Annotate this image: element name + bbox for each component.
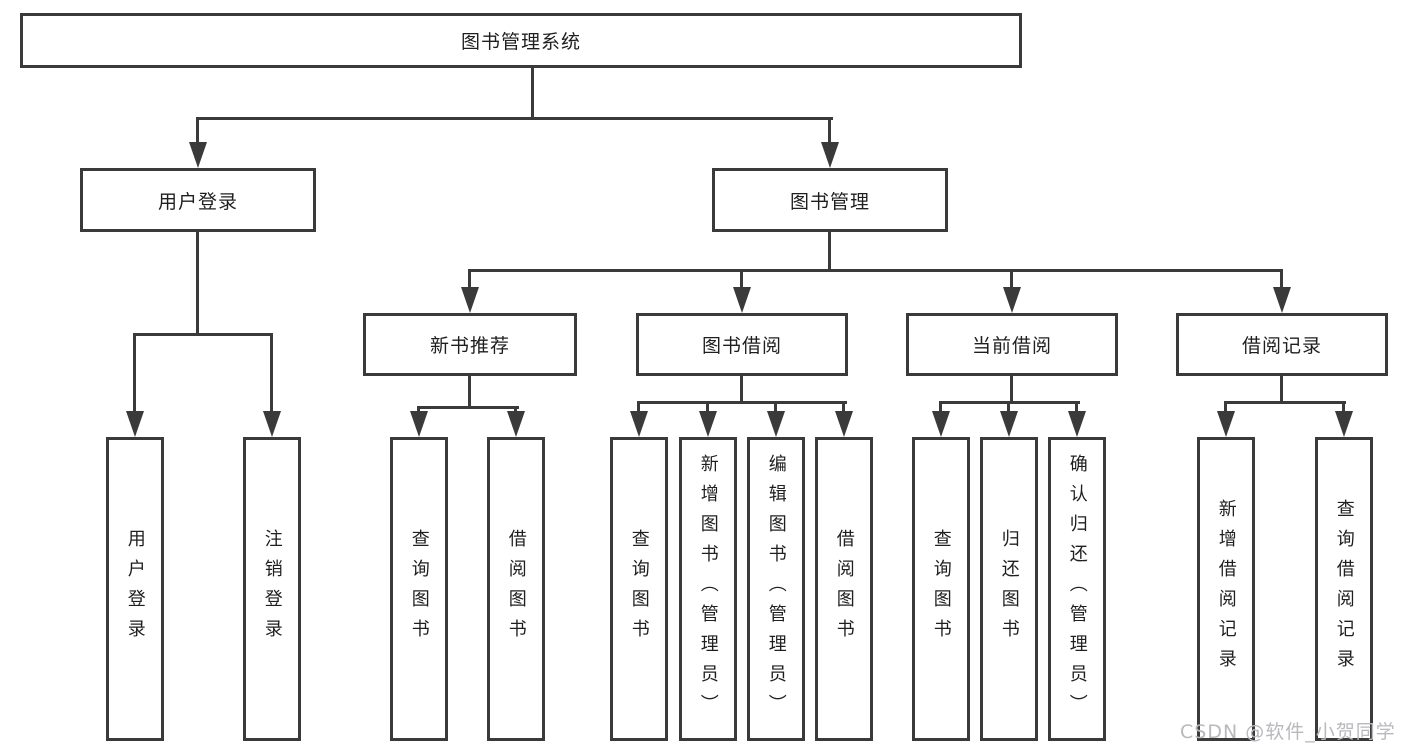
leaf-borrow-books: 借阅图书 [487,437,545,741]
leaf-return-books: 归还图书 [980,437,1038,741]
connector-line [1010,269,1013,289]
connector-line [706,401,709,413]
node-label: 新书推荐 [429,335,510,357]
node-label: 图书管理 [789,190,870,213]
connector-line [417,406,420,413]
node-label: 新增借阅记录 [1215,499,1237,679]
arrowhead-icon [1335,411,1353,437]
arrowhead-icon [189,142,207,168]
node-user-login: 用户登录 [80,168,316,232]
node-label: 归还图书 [998,529,1020,649]
node-new-book-recommend: 新书推荐 [363,313,577,376]
connector-line [1280,376,1283,404]
arrowhead-icon [1068,411,1086,437]
connector-line [939,401,942,413]
connector-line [1075,401,1078,413]
connector-line [468,269,1283,272]
node-label: 编辑图书（管理员） [765,454,787,724]
connector-line [270,333,273,411]
connector-line [1224,401,1227,413]
node-label: 查询图书 [930,529,952,649]
arrowhead-icon [461,287,479,313]
arrowhead-icon [263,411,281,437]
node-library-system: 图书管理系统 [20,13,1022,68]
node-label: 借阅图书 [833,529,855,649]
connector-line [196,232,199,335]
arrowhead-icon [126,411,144,437]
connector-line [828,117,831,142]
leaf-confirm-return-admin: 确认归还（管理员） [1048,437,1106,741]
arrowhead-icon [699,411,717,437]
connector-line [468,376,471,409]
arrowhead-icon [835,411,853,437]
arrowhead-icon [1273,287,1291,313]
node-borrow-records: 借阅记录 [1176,313,1388,376]
connector-line [196,117,199,142]
connector-line [1010,376,1013,404]
arrowhead-icon [410,411,428,437]
leaf-query-books: 查询图书 [390,437,448,741]
connector-line [531,68,534,120]
arrowhead-icon [932,411,950,437]
connector-line [1280,269,1283,289]
arrowhead-icon [1000,411,1018,437]
arrowhead-icon [1217,411,1235,437]
connector-line [740,269,743,289]
connector-line [774,401,777,413]
node-label: 图书管理系统 [460,31,581,53]
node-label: 确认归还（管理员） [1066,454,1088,724]
leaf-query-books: 查询图书 [912,437,970,741]
node-label: 当前借阅 [971,335,1052,357]
leaf-query-borrow-record: 查询借阅记录 [1315,437,1373,741]
node-label: 借阅记录 [1241,335,1322,357]
node-label: 查询借阅记录 [1333,499,1355,679]
node-label: 新增图书（管理员） [697,454,719,724]
connector-line [637,401,847,404]
leaf-add-borrow-record: 新增借阅记录 [1197,437,1255,741]
connector-line [1342,401,1345,413]
leaf-logout: 注销登录 [243,437,301,741]
arrowhead-icon [507,411,525,437]
connector-line [842,401,845,413]
connector-line [196,117,833,120]
node-book-borrowing: 图书借阅 [636,313,848,376]
watermark: CSDN @软件_小贺同学 [1180,721,1396,743]
node-label: 用户登录 [157,190,238,213]
node-label: 查询图书 [628,529,650,649]
leaf-add-book-admin: 新增图书（管理员） [679,437,737,741]
node-label: 用户登录 [124,529,146,649]
connector-line [133,333,136,411]
node-label: 借阅图书 [505,529,527,649]
node-label: 注销登录 [261,529,283,649]
connector-line [1224,401,1346,404]
connector-line [828,232,831,272]
leaf-query-books: 查询图书 [610,437,668,741]
connector-line [637,401,640,413]
arrowhead-icon [733,287,751,313]
arrowhead-icon [630,411,648,437]
leaf-edit-book-admin: 编辑图书（管理员） [747,437,805,741]
leaf-user-login: 用户登录 [106,437,164,741]
connector-line [740,376,743,404]
connector-line [468,269,471,289]
node-current-borrowing: 当前借阅 [906,313,1118,376]
node-label: 查询图书 [408,529,430,649]
connector-line [514,406,517,413]
connector-line [1007,401,1010,413]
arrowhead-icon [821,142,839,168]
arrowhead-icon [1003,287,1021,313]
node-book-management: 图书管理 [712,168,948,232]
connector-line [133,333,273,336]
node-label: 图书借阅 [701,335,782,357]
leaf-borrow-books: 借阅图书 [815,437,873,741]
connector-line [417,406,519,409]
arrowhead-icon [767,411,785,437]
